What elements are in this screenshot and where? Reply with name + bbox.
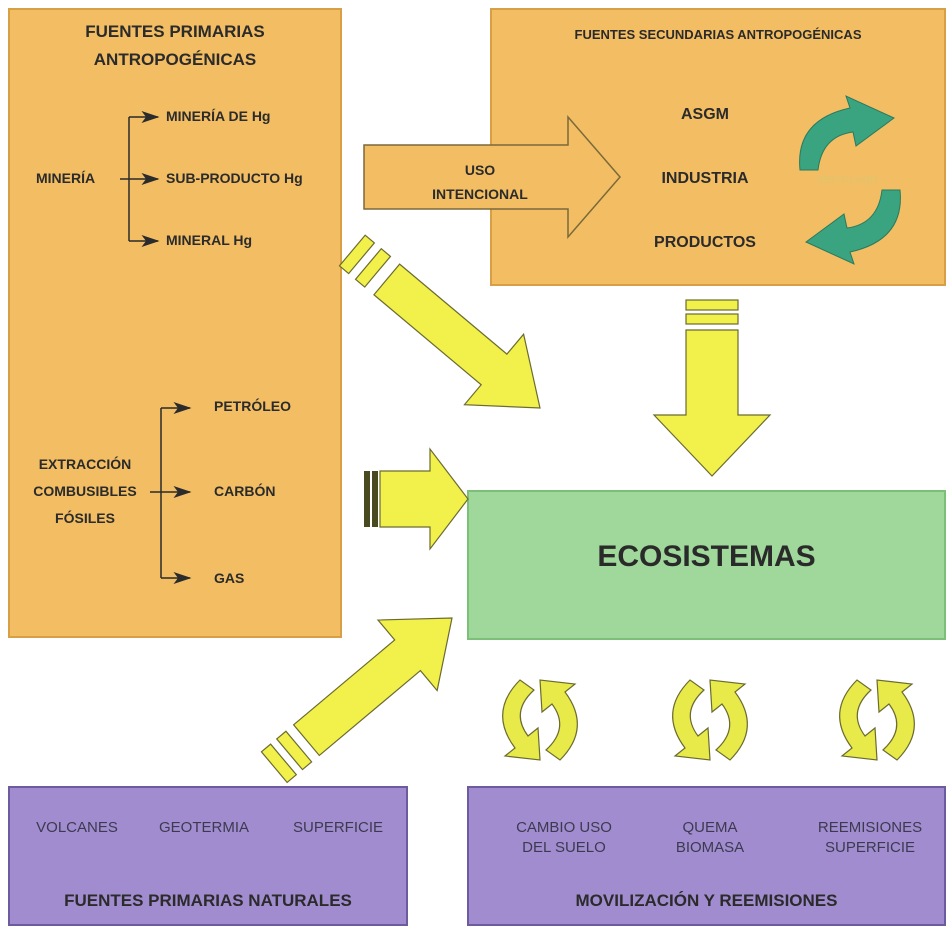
recycle-label: RECICLADO — [818, 175, 878, 186]
secondary-anthropogenic-title: FUENTES SECUNDARIAS ANTROPOGÉNICAS — [574, 27, 862, 42]
cycle-icon-3 — [839, 679, 915, 761]
fossil-bracket — [150, 402, 192, 584]
fossil-label-2: COMBUSIBLES — [33, 483, 137, 499]
cycle-icon-1 — [502, 679, 578, 761]
fossil-label-3: FÓSILES — [55, 510, 115, 526]
mining-item-byproduct: SUB-PRODUCTO Hg — [166, 170, 303, 186]
mobilization-item-land-use-2: DEL SUELO — [522, 839, 606, 856]
recycle-icon — [799, 95, 901, 265]
fossil-item-gas: GAS — [214, 570, 245, 586]
fossil-item-coal: CARBÓN — [214, 483, 276, 499]
intentional-use-arrow — [363, 114, 621, 240]
natural-title: FUENTES PRIMARIAS NATURALES — [64, 891, 352, 910]
fossil-item-oil: PETRÓLEO — [214, 398, 292, 414]
mobilization-item-land-use-1: CAMBIO USO — [516, 819, 612, 836]
ecosystems-box — [467, 490, 946, 640]
intentional-use-label-2: INTENCIONAL — [432, 186, 528, 202]
mobilization-item-reemissions-1: REEMISIONES — [817, 819, 923, 836]
cycle-icon-2 — [672, 679, 748, 761]
secondary-item-industry: INDUSTRIA — [661, 170, 749, 187]
mining-item-hg-mining: MINERÍA DE Hg — [166, 108, 271, 124]
fossil-label-1: EXTRACCIÓN — [38, 456, 132, 472]
intentional-use-label-1: USO — [464, 162, 496, 178]
mining-bracket — [120, 111, 160, 247]
natural-item-geothermal: GEOTERMIA — [158, 819, 249, 836]
secondary-item-asgm: ASGM — [681, 106, 729, 123]
mobilization-item-reemissions-2: SUPERFICIE — [824, 839, 915, 856]
mobilization-item-biomass-1: QUEMA — [682, 819, 738, 836]
natural-item-volcanoes: VOLCANES — [36, 819, 118, 836]
mobilization-item-biomass-2: BIOMASA — [675, 839, 745, 856]
diagonal-arrow-primary — [338, 234, 541, 409]
primary-anthropogenic-box — [8, 8, 342, 638]
mining-item-mineral: MINERAL Hg — [166, 232, 253, 248]
horizontal-arrow-fossil — [364, 447, 469, 551]
primary-anthropogenic-title-2: ANTROPOGÉNICAS — [93, 50, 257, 69]
mobilization-box — [467, 786, 946, 926]
mobilization-title: MOVILIZACIÓN Y REEMISIONES — [575, 891, 838, 910]
natural-sources-box — [8, 786, 408, 926]
primary-anthropogenic-title-1: FUENTES PRIMARIAS — [85, 22, 265, 41]
natural-item-surface: SUPERFICIE — [292, 819, 383, 836]
diagonal-arrow-natural — [260, 617, 453, 784]
ecosystems-label: ECOSISTEMAS — [597, 540, 816, 573]
vertical-arrow-secondary — [652, 299, 772, 477]
mining-label: MINERÍA — [36, 170, 96, 186]
secondary-item-products: PRODUCTOS — [654, 234, 756, 251]
